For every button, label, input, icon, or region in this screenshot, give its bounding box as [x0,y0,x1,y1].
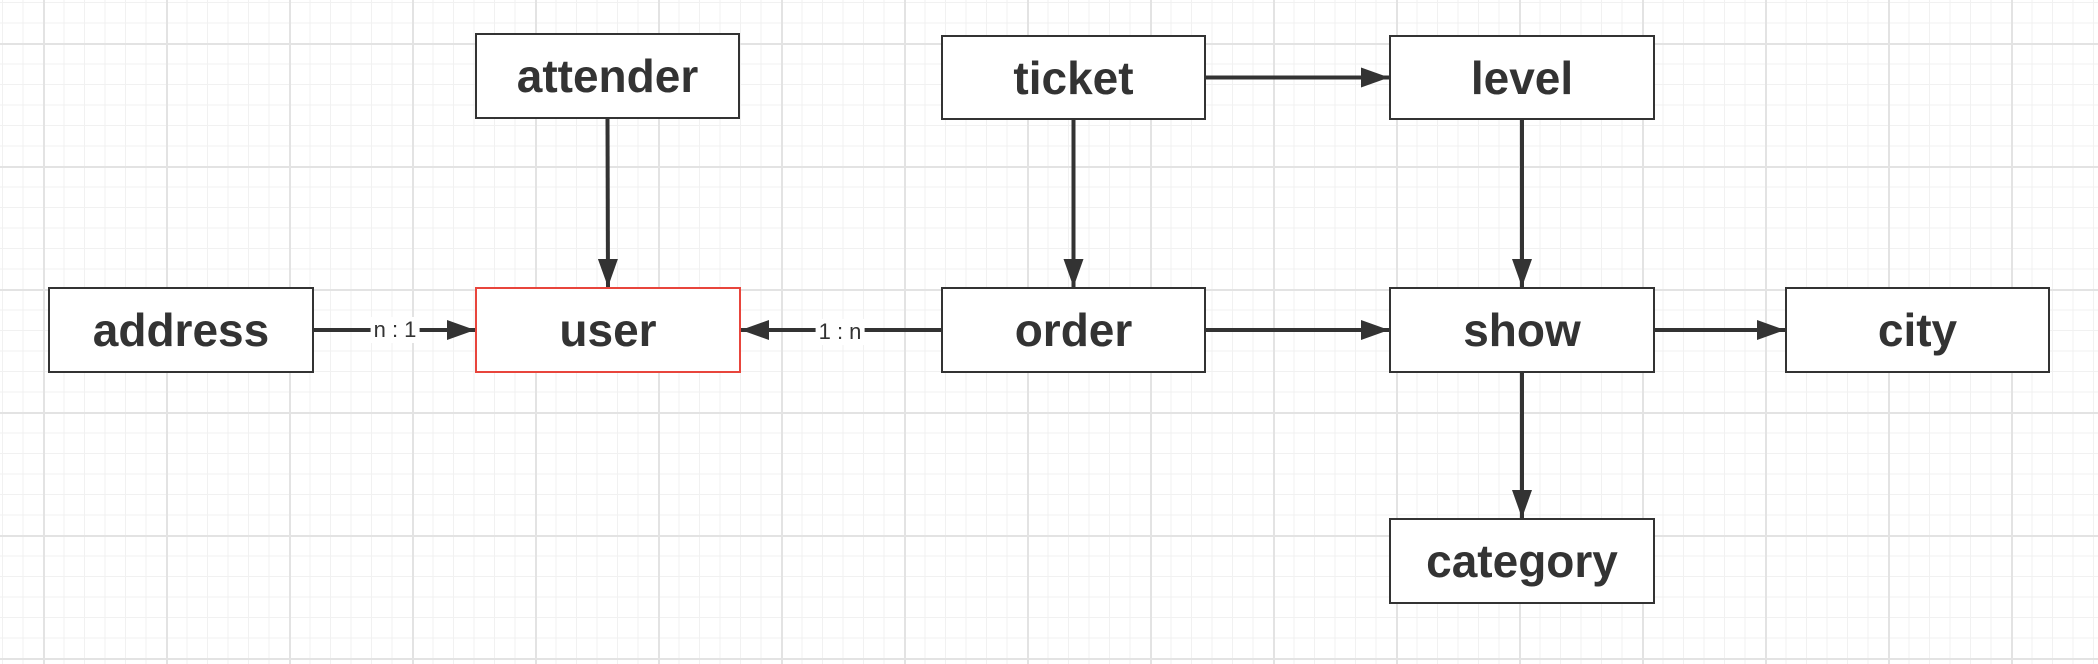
node-ticket[interactable]: ticket [941,35,1206,120]
node-label: city [1877,304,1958,356]
node-label: address [92,304,270,356]
node-category[interactable]: category [1389,518,1655,604]
node-label: order [1014,304,1133,356]
node-label: attender [516,50,699,102]
node-label: category [1426,535,1618,587]
node-address[interactable]: address [48,287,314,373]
node-label: ticket [1013,51,1134,104]
node-level[interactable]: level [1389,35,1655,120]
node-user[interactable]: user [475,287,741,373]
node-city[interactable]: city [1785,287,2050,373]
node-label: user [559,304,657,356]
node-order[interactable]: order [941,287,1206,373]
node-label: show [1463,304,1581,356]
node-show[interactable]: show [1389,287,1655,373]
node-label: level [1470,51,1574,104]
edge-attender-to-user[interactable] [597,118,618,288]
edge-label-address-user: n : 1 [370,317,420,343]
edge-label-order-user: 1 : n [815,319,865,345]
node-attender[interactable]: attender [475,33,740,119]
